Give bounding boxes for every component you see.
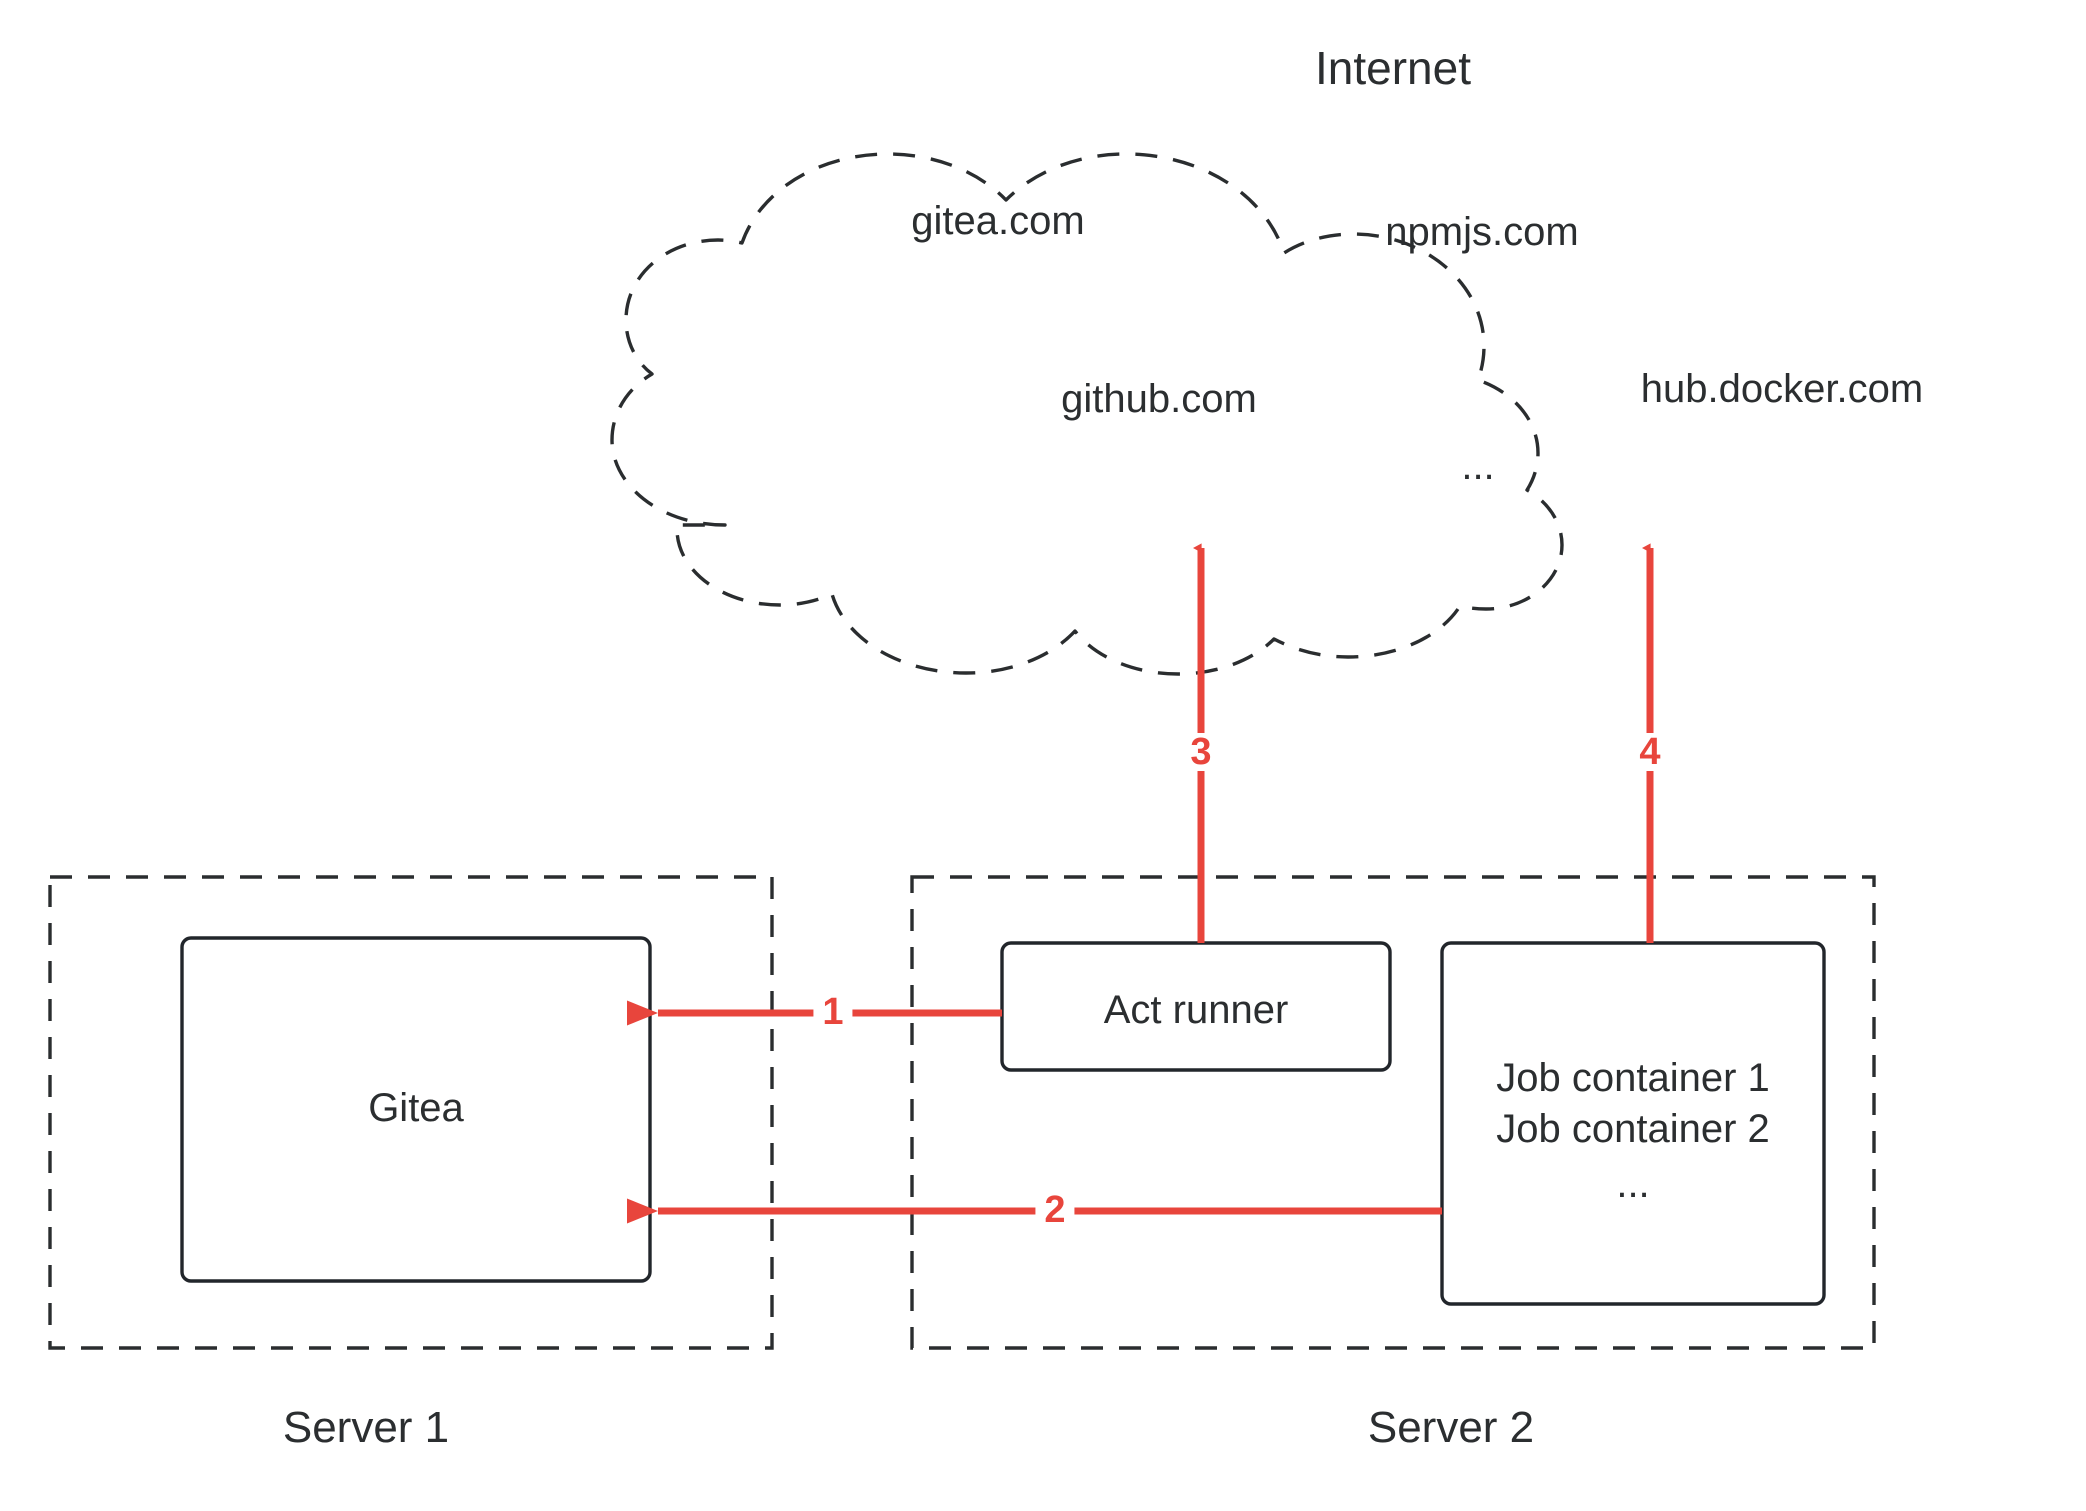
server-2-label: Server 2: [1367, 1403, 1535, 1452]
page-title: Internet: [1315, 42, 1471, 94]
job-container-box: [1440, 941, 1826, 1306]
job-container-2-label: Job container 2: [1496, 1107, 1770, 1151]
flow-2-number: 2: [1035, 1191, 1075, 1229]
cloud-host-gitea: gitea.com: [911, 199, 1085, 243]
job-container-ellipsis-label: ...: [1616, 1162, 1650, 1206]
flow-1-number: 1: [813, 993, 853, 1031]
gitea-node-label: Gitea: [368, 1086, 464, 1130]
server-1-label: Server 1: [282, 1403, 450, 1452]
server-2-boundary: [910, 875, 1876, 1350]
act-runner-box: [1000, 941, 1392, 1072]
internet-cloud: [610, 152, 1564, 676]
cloud-host-hub-docker: hub.docker.com: [1640, 367, 1924, 411]
cloud-host-npmjs: npmjs.com: [1385, 210, 1579, 254]
flow-3-number: 3: [1181, 733, 1221, 771]
server-1-boundary: [48, 875, 774, 1350]
gitea-box: [180, 936, 652, 1283]
cloud-host-github: github.com: [1061, 377, 1257, 421]
cloud-host-ellipsis: ...: [1461, 444, 1495, 488]
flow-4-number: 4: [1630, 733, 1670, 771]
act-runner-node-label: Act runner: [1103, 988, 1289, 1032]
job-container-1-label: Job container 1: [1496, 1056, 1770, 1100]
